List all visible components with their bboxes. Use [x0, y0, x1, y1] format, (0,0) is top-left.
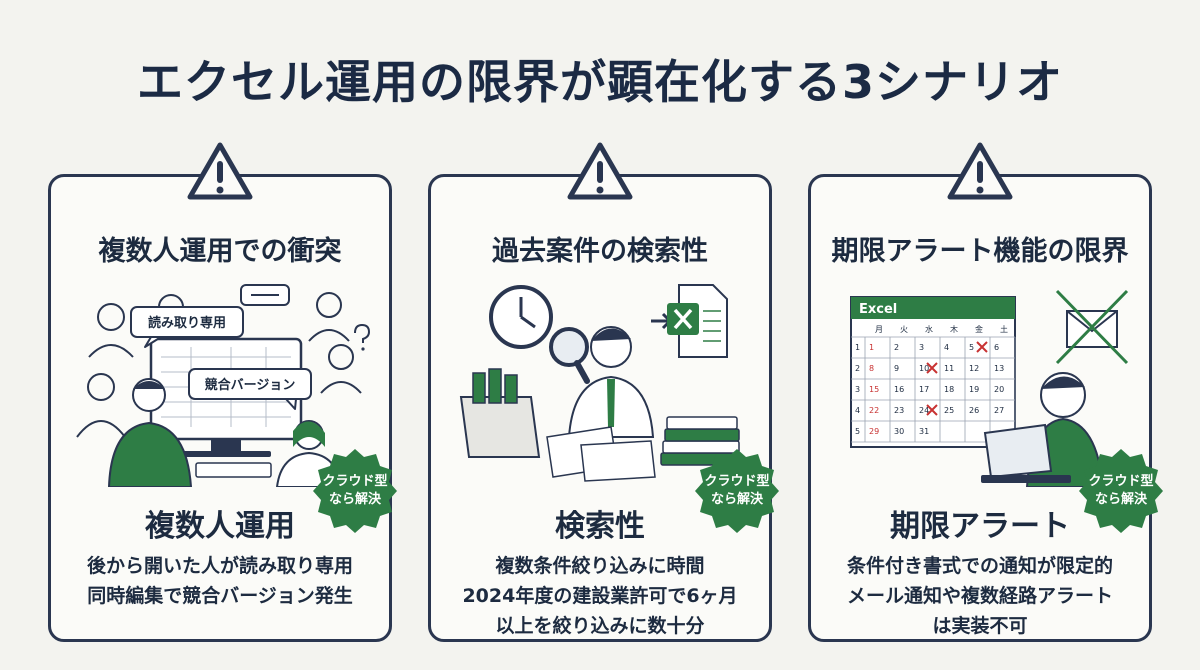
- card-title: 複数人運用での衝突: [98, 236, 342, 267]
- conflict-version-label: 競合バージョン: [205, 377, 296, 393]
- calendar-day: 5: [969, 343, 974, 352]
- overdue-mark-icon: [976, 341, 988, 353]
- conflict-version-bubble: 競合バージョン: [188, 368, 312, 410]
- calendar-day: 23: [894, 406, 904, 415]
- calendar-day: 9: [894, 364, 899, 373]
- card-description: 複数条件絞り込みに時間 2024年度の建設業許可で6ヶ月 以上を絞り込みに数十分: [462, 555, 738, 637]
- calendar-day: 10: [919, 364, 929, 373]
- card-keyword: 複数人運用: [145, 509, 295, 544]
- calendar-row-number: 4: [855, 406, 860, 415]
- warning-icon: [567, 142, 633, 200]
- read-only-bubble: 読み取り専用: [130, 306, 244, 348]
- calendar-day: 24: [919, 406, 929, 415]
- calendar-row-number: 2: [855, 364, 860, 373]
- card-title: 過去案件の検索性: [492, 236, 708, 267]
- calendar-day: 30: [894, 427, 904, 436]
- search-illustration: [459, 284, 742, 482]
- scenario-card-search: 過去案件の検索性: [428, 142, 779, 642]
- calendar-day: 19: [969, 385, 979, 394]
- calendar-day: 22: [869, 406, 879, 415]
- cloud-badge: [695, 449, 779, 533]
- mail-blocked-icon: [1055, 289, 1129, 365]
- card-description: 後から開いた人が読み取り専用 同時編集で競合バージョン発生: [86, 555, 353, 607]
- excel-app-label: Excel: [859, 302, 897, 317]
- card-keyword: 期限アラート: [890, 509, 1070, 544]
- calendar-day: 13: [994, 364, 1004, 373]
- calendar-weekday: 土: [1000, 324, 1008, 334]
- calendar-day: 20: [994, 385, 1004, 394]
- clock-icon: [489, 285, 553, 349]
- calendar-day: 11: [944, 364, 954, 373]
- overdue-mark-icon: [926, 362, 938, 374]
- calendar-day: 1: [869, 343, 874, 352]
- calendar-day: 12: [969, 364, 979, 373]
- calendar-day: 2: [894, 343, 899, 352]
- card-title: 期限アラート機能の限界: [831, 236, 1129, 267]
- calendar-day: 6: [994, 343, 999, 352]
- calendar-day: 17: [919, 385, 929, 394]
- calendar-day: 27: [994, 406, 1004, 415]
- calendar-day: 4: [944, 343, 949, 352]
- calendar-row-number: 1: [855, 343, 860, 352]
- warning-icon: [947, 142, 1013, 200]
- calendar-weekday: 火: [900, 325, 908, 334]
- cloud-badge-text: クラウド型 なら解決: [704, 474, 770, 507]
- calendar-day: 3: [919, 343, 924, 352]
- calendar-row-number: 5: [855, 427, 860, 436]
- calendar-day: 8: [869, 364, 874, 373]
- excel-file-icon: [667, 284, 728, 358]
- read-only-label: 読み取り専用: [148, 315, 226, 331]
- card-keyword: 検索性: [555, 509, 645, 544]
- calendar-weekday: 金: [975, 324, 983, 334]
- scenario-card-multi-user: 複数人運用での衝突 読み取り専用: [48, 142, 397, 642]
- cloud-badge-text: クラウド型 なら解決: [322, 474, 388, 507]
- cloud-badge: [1079, 449, 1163, 533]
- card-description: 条件付き書式での通知が限定的 メール通知や複数経路アラート は実装不可: [846, 555, 1113, 637]
- calendar-row-number: 3: [855, 385, 860, 394]
- calendar-weekday: 月: [875, 325, 883, 334]
- calendar-day: 15: [869, 385, 879, 394]
- page-title: エクセル運用の限界が顕在化する3シナリオ: [136, 55, 1063, 109]
- calendar-day: 31: [919, 427, 929, 436]
- overdue-mark-icon: [926, 404, 938, 416]
- warning-icon: [187, 142, 253, 200]
- calendar-day: 29: [869, 427, 879, 436]
- cloud-badge: [313, 449, 397, 533]
- calendar-weekday: 木: [950, 324, 958, 334]
- multi-user-conflict-illustration: 読み取り専用 競合バージョン: [76, 284, 371, 487]
- calendar-day: 26: [969, 406, 979, 415]
- cloud-badge-text: クラウド型 なら解決: [1088, 474, 1154, 507]
- calendar-day: 25: [944, 406, 954, 415]
- calendar-day: 16: [894, 385, 904, 394]
- calendar-weekday: 水: [925, 324, 933, 334]
- calendar-day: 18: [944, 385, 954, 394]
- magnifier-icon: [549, 327, 590, 384]
